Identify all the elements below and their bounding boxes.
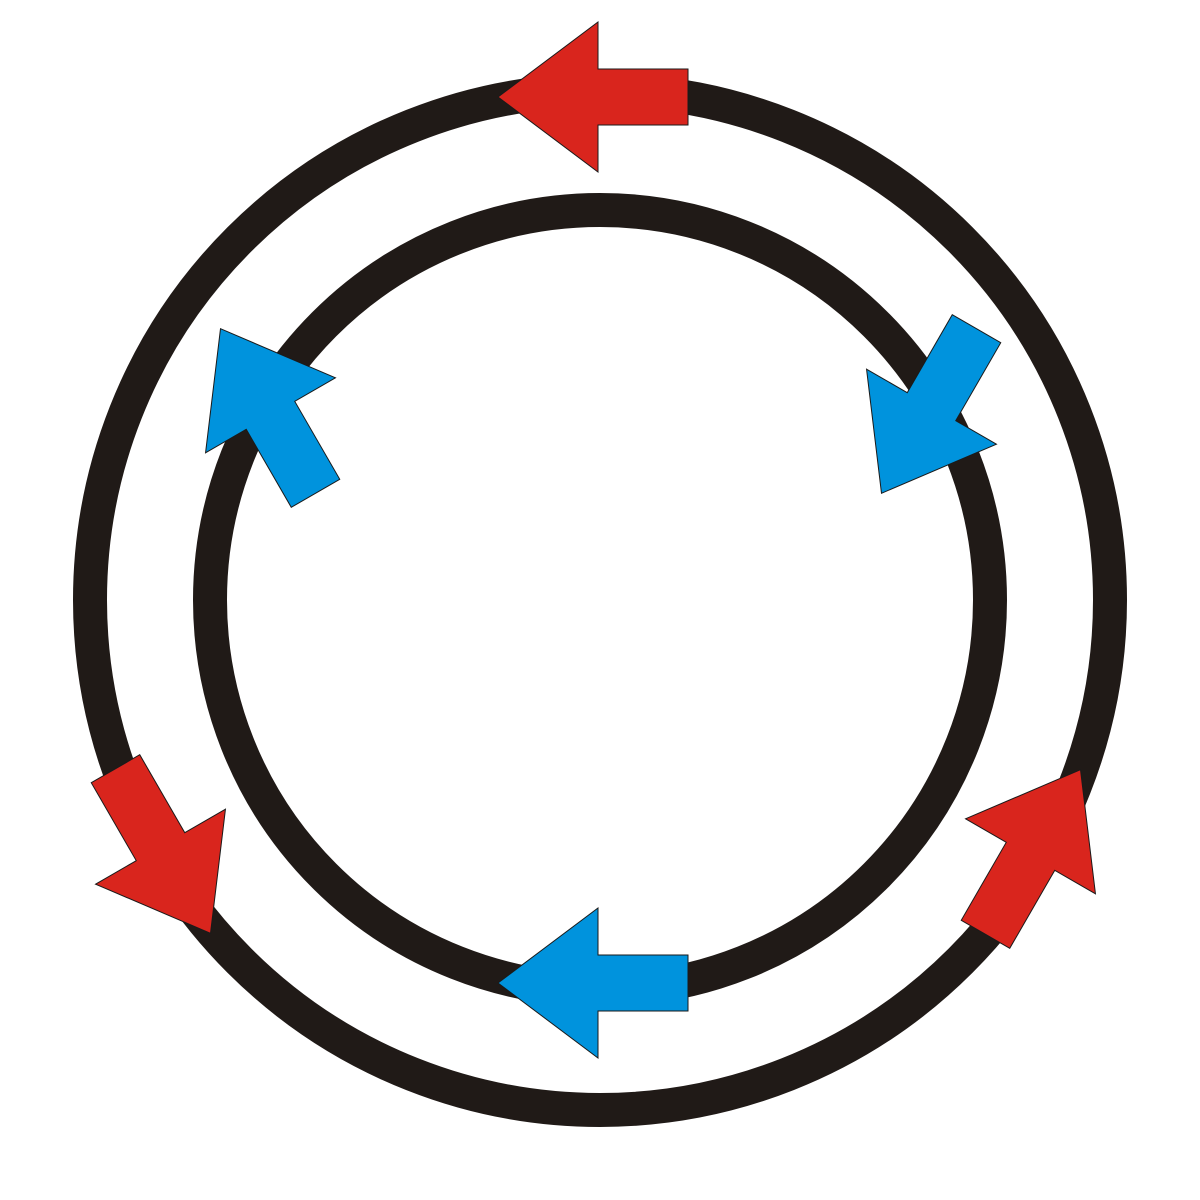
inner-ring-arrow-icon-1 — [204, 328, 341, 508]
inner-ring-arrows — [204, 314, 1002, 1059]
outer-ring-arrow-icon-3 — [960, 769, 1097, 949]
outer-ring-arrow-icon-2 — [90, 754, 227, 934]
inner-ring — [193, 193, 1007, 1007]
inner-ring-arrow-icon-3 — [497, 907, 689, 1059]
inner-ring-arrow-icon-2 — [865, 314, 1002, 494]
outer-ring-arrow-icon-1 — [497, 21, 689, 173]
outer-ring-arrows — [90, 21, 1097, 949]
